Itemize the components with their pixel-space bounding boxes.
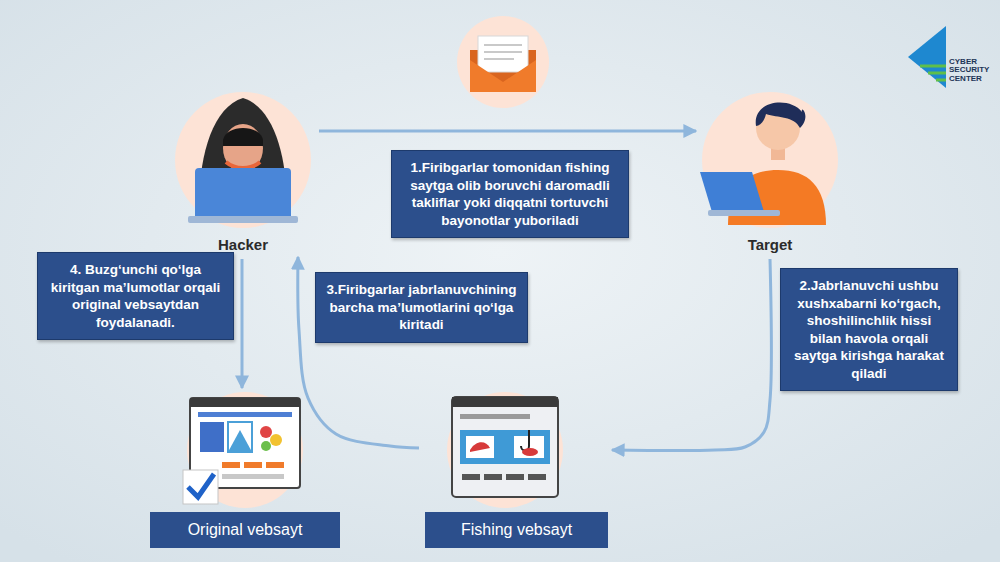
flow-arrow <box>612 259 771 451</box>
step-box: 2.Jabrlanuvchi ushbu xushxabarni ko‘rgac… <box>780 268 958 391</box>
node-text: 2.Jabrlanuvchi ushbu xushxabarni ko‘rgac… <box>791 277 947 382</box>
node-text: 1.Firibgarlar tomonidan fishing saytga o… <box>402 159 618 229</box>
logo-text: CYBER SECURITY CENTER <box>949 58 993 83</box>
phishing-website-icon <box>447 392 563 508</box>
envelope-icon <box>457 16 549 108</box>
website-figure: Fishing vebsayt <box>425 392 608 548</box>
node-text: Hacker <box>173 236 313 253</box>
original-website-icon <box>183 392 303 508</box>
target-figure <box>700 92 838 228</box>
step-box: 1.Firibgarlar tomonidan fishing saytga o… <box>391 150 629 238</box>
logo-mark <box>908 26 946 88</box>
node-text: 4. Buzg‘unchi qo‘lga kiritgan ma’lumotla… <box>48 261 223 331</box>
flow-arrow <box>319 130 696 133</box>
step-box: 3.Firibgarlar jabrlanuvchining barcha ma… <box>315 272 528 343</box>
hacker-figure <box>175 92 311 228</box>
flow-arrow <box>241 259 244 388</box>
node-text: Target <box>700 236 840 253</box>
actor-figure: Target <box>700 88 840 253</box>
node-text: 3.Firibgarlar jabrlanuvchining barcha ma… <box>326 281 517 334</box>
actor-figure: Hacker <box>173 88 313 253</box>
step-box: 4. Buzg‘unchi qo‘lga kiritgan ma’lumotla… <box>37 252 234 340</box>
node-text: Fishing vebsayt <box>425 512 608 548</box>
website-figure: Original vebsayt <box>150 392 340 548</box>
node-text: Original vebsayt <box>150 512 340 548</box>
